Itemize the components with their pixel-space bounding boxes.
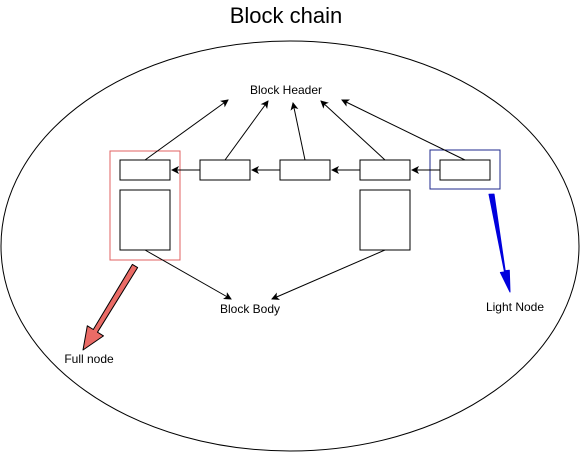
light-node-label: Light Node [486,300,544,314]
diagram-title: Block chain [230,3,343,28]
full-node-label: Full node [64,352,114,366]
block-header-3 [279,159,331,181]
full-node-box [109,150,181,261]
header-arrow-4 [320,100,386,161]
header-arrow-1 [144,99,229,161]
block-body-4 [359,189,411,251]
header-arrow-5 [341,99,466,161]
header-arrow-2 [224,100,269,161]
blockchain-boundary [0,40,580,452]
block-header-5 [439,159,491,181]
light-node-arrow [488,193,511,293]
block-header-label: Block Header [250,83,322,97]
body-arrow-4 [271,249,386,300]
block-header-4 [359,159,411,181]
body-arrow-1 [144,249,232,300]
full-node-arrow [82,263,139,351]
block-body-1 [119,189,171,251]
header-arrow-3 [290,102,306,161]
block-header-2 [199,159,251,181]
block-body-label: Block Body [220,302,280,316]
block-header-1 [119,159,171,181]
